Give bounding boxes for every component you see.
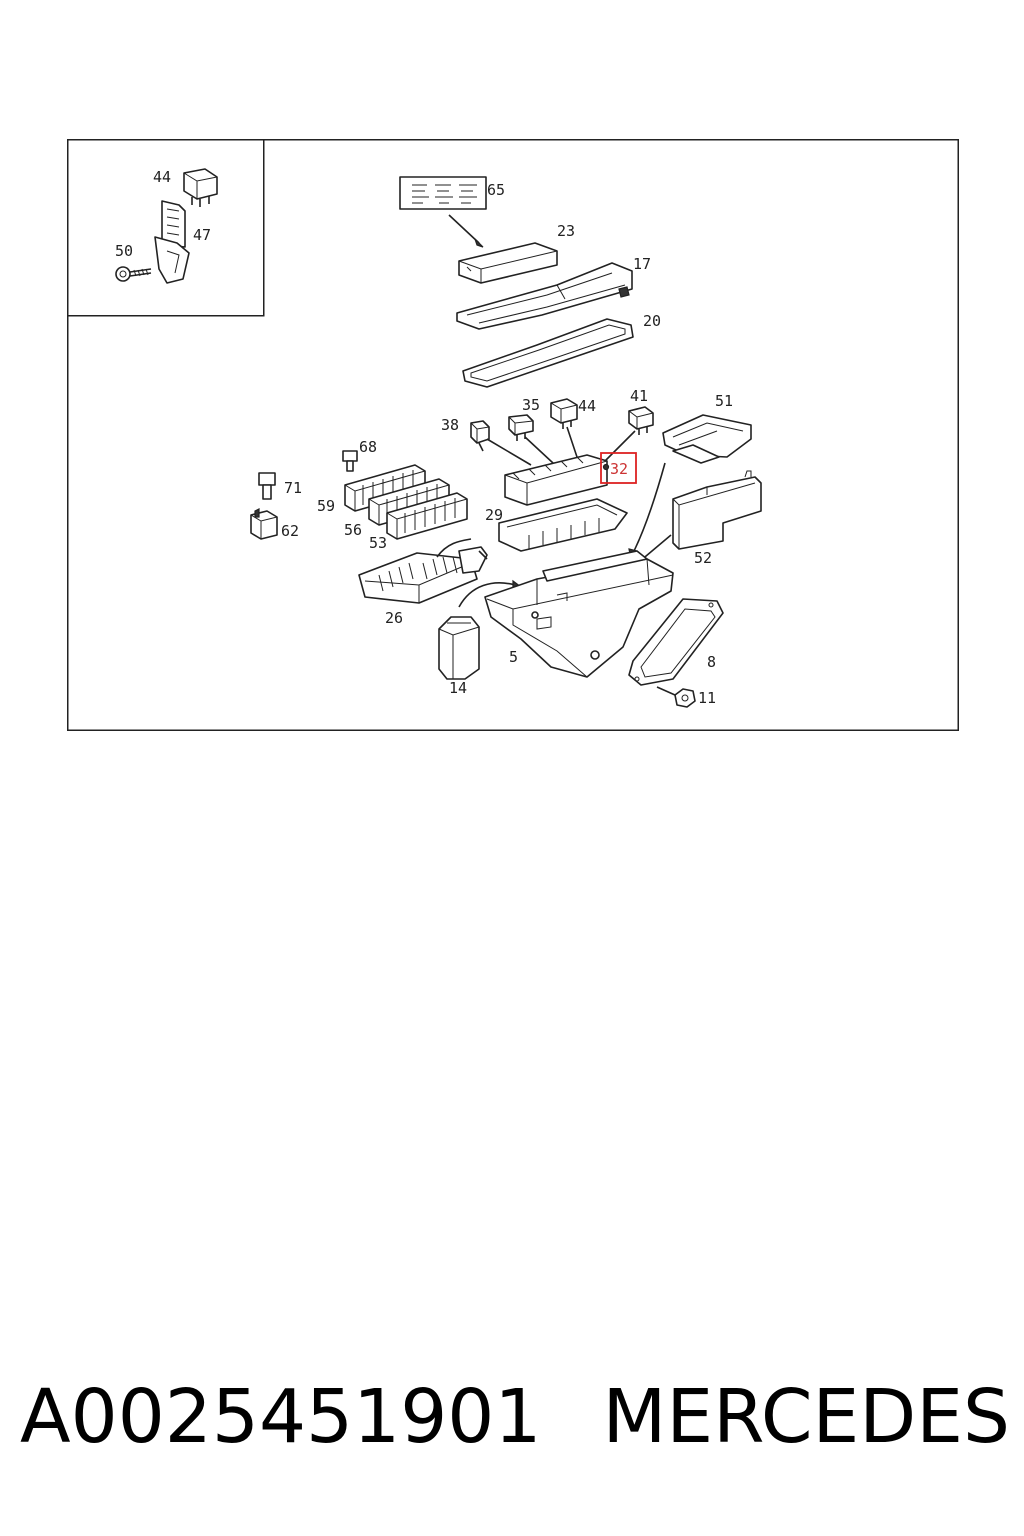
- relay-38-drawing: [470, 420, 490, 452]
- callout-68: 68: [359, 438, 377, 456]
- callout-53: 53: [369, 534, 387, 552]
- leader-lines-relays: [486, 426, 636, 466]
- part-number: A0025451901: [20, 1374, 542, 1460]
- fuse-71-drawing: [258, 472, 276, 500]
- callout-5: 5: [509, 648, 518, 666]
- fuse-carrier-29-drawing: [498, 498, 628, 552]
- relay-35-drawing: [508, 414, 534, 441]
- fuse-strip-53-drawing: [386, 492, 468, 540]
- cover-23-drawing: [458, 242, 558, 284]
- callout-51: 51: [715, 392, 733, 410]
- callout-23: 23: [557, 222, 575, 240]
- callout-62: 62: [281, 522, 299, 540]
- nut-11-drawing: [656, 686, 696, 708]
- callout-59: 59: [317, 497, 335, 515]
- callout-38: 38: [441, 416, 459, 434]
- holder-47-drawing: [154, 200, 190, 284]
- inset-box: [67, 139, 265, 317]
- callout-20: 20: [643, 312, 661, 330]
- callout-44: 44: [578, 397, 596, 415]
- callout-47: 47: [193, 226, 211, 244]
- callout-8: 8: [707, 653, 716, 671]
- relay-41-drawing: [628, 406, 654, 435]
- highlight-box-32: [600, 452, 637, 484]
- footer-caption: A0025451901 MERCEDES: [20, 1362, 1010, 1472]
- fuse-box-26-drawing: [358, 538, 488, 604]
- relay-44-drawing: [550, 398, 578, 429]
- relay-44-inset-drawing: [183, 168, 218, 207]
- screw-50-drawing: [115, 266, 152, 282]
- connector-plate-51-drawing: [662, 414, 752, 464]
- lid-17-drawing: [456, 262, 633, 330]
- callout-26: 26: [385, 609, 403, 627]
- brand-name: MERCEDES: [602, 1374, 1010, 1460]
- callout-14: 14: [449, 679, 467, 697]
- fuse-68-drawing: [342, 450, 358, 472]
- fuse-strip-59-drawing: [344, 464, 426, 512]
- housing-5-drawing: [484, 550, 674, 678]
- fuse-holder-62-drawing: [250, 508, 278, 540]
- arrow-to-housing: [632, 462, 666, 554]
- gasket-8-drawing: [628, 598, 724, 686]
- callout-44-inset: 44: [153, 168, 171, 186]
- label-card-65-drawing: [399, 176, 487, 248]
- cap-14-drawing: [438, 616, 480, 680]
- callout-52: 52: [694, 549, 712, 567]
- callout-65: 65: [487, 181, 505, 199]
- callout-29: 29: [485, 506, 503, 524]
- arrow-26-to-housing: [458, 582, 516, 608]
- parts-diagram: 44 47 50 65 23 17 20 38 35 44 41 51 68 7…: [67, 139, 959, 731]
- callout-41: 41: [630, 387, 648, 405]
- relay-block-drawing: [504, 454, 610, 506]
- callout-35: 35: [522, 396, 540, 414]
- callout-50: 50: [115, 242, 133, 260]
- callout-56: 56: [344, 521, 362, 539]
- callout-71: 71: [284, 479, 302, 497]
- callout-11: 11: [698, 689, 716, 707]
- gasket-20-drawing: [462, 318, 634, 388]
- callout-17: 17: [633, 255, 651, 273]
- callout-32: 32: [610, 460, 628, 478]
